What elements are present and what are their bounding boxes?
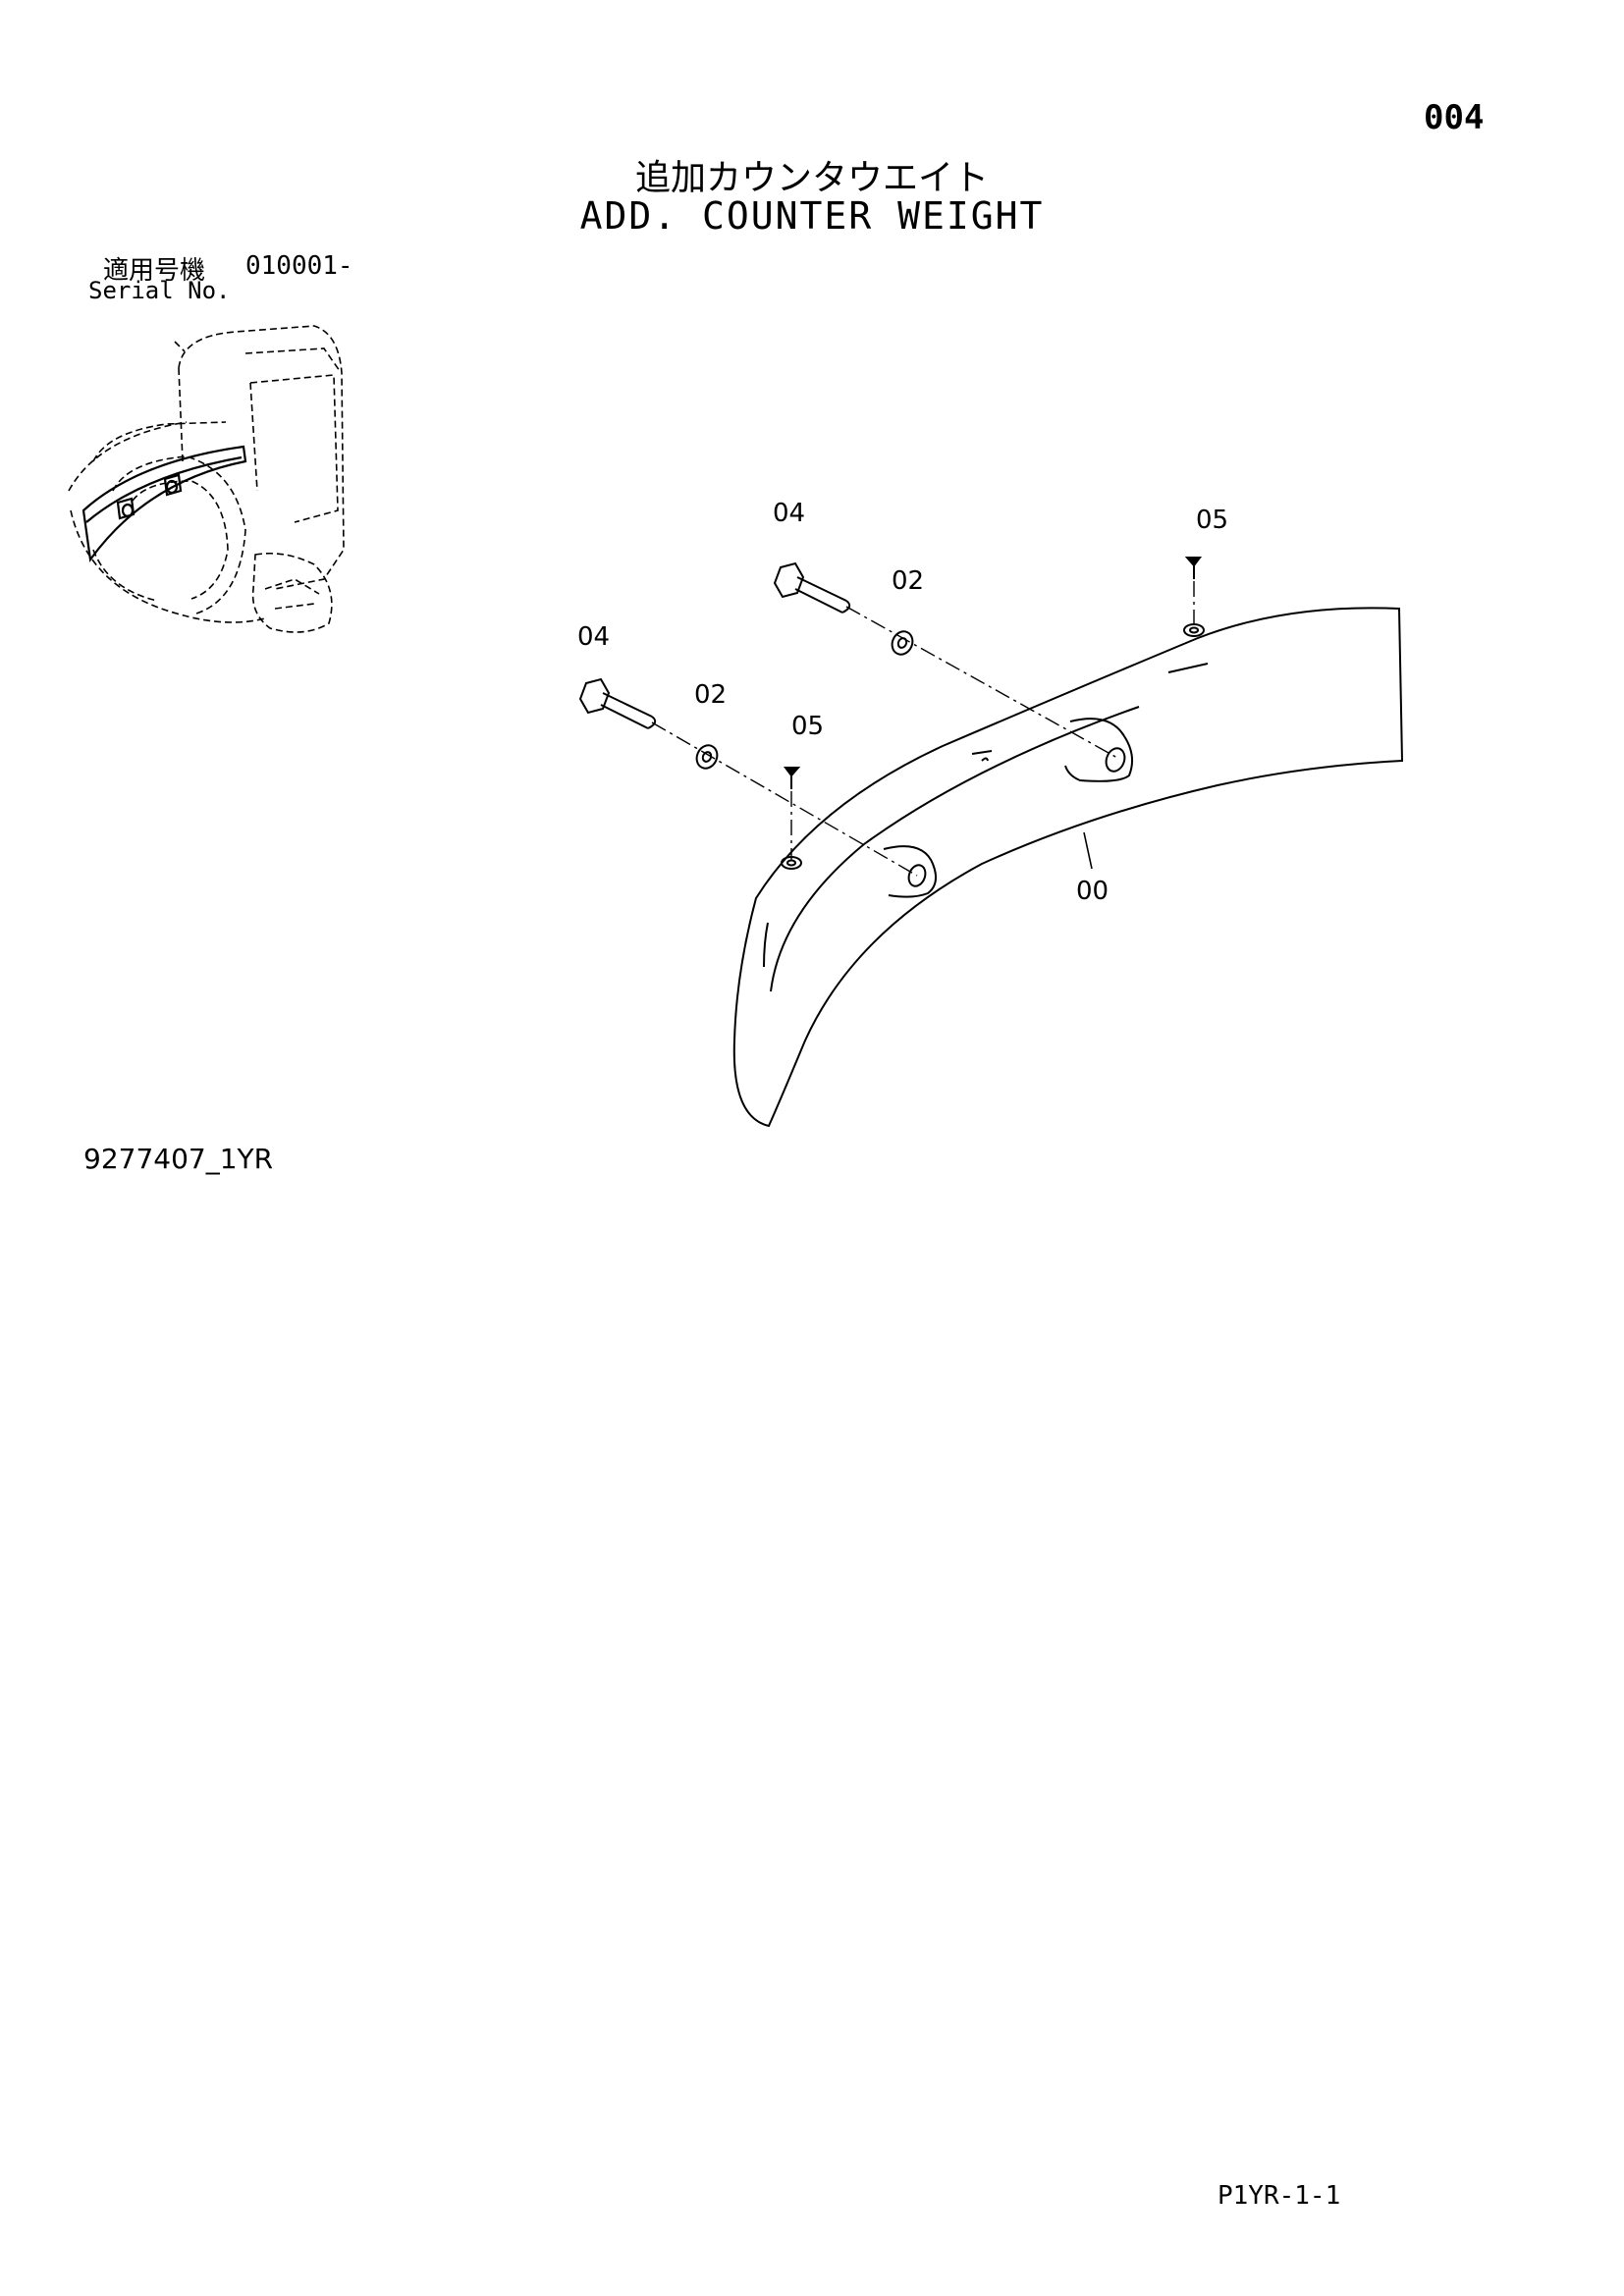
page-code: P1YR-1-1 bbox=[1218, 2181, 1341, 2211]
callout-bolt-lower: 04 bbox=[577, 622, 611, 652]
callout-screw-left: 05 bbox=[791, 712, 825, 741]
title-japanese: 追加カウンタウエイト bbox=[634, 158, 989, 198]
serial-label-japanese: 適用号機 bbox=[103, 256, 206, 286]
washer-upper-part bbox=[891, 630, 914, 656]
callout-bolt-upper: 04 bbox=[773, 499, 806, 528]
highlighted-counterweight-thumbnail bbox=[81, 445, 247, 562]
bolt-lower-part bbox=[578, 677, 657, 729]
assembly-axis-lines bbox=[651, 581, 1195, 877]
screw-left-part bbox=[784, 767, 801, 789]
machine-overview-thumbnail bbox=[68, 325, 345, 633]
screw-right-part bbox=[1184, 557, 1202, 579]
callout-washer-lower: 02 bbox=[694, 680, 728, 710]
callout-washer-upper: 02 bbox=[892, 566, 925, 596]
callout-counterweight: 00 bbox=[1076, 877, 1110, 906]
drawing-code: 9277407_1YR bbox=[83, 1143, 274, 1175]
title-english: ADD. COUNTER WEIGHT bbox=[579, 194, 1045, 238]
leader-lines bbox=[1083, 831, 1093, 870]
serial-label-english: Serial No. bbox=[88, 277, 231, 304]
counterweight-part bbox=[732, 607, 1404, 1128]
callout-screw-right: 05 bbox=[1196, 506, 1229, 535]
serial-range: 010001- bbox=[245, 251, 353, 281]
bolt-upper-part bbox=[773, 561, 851, 614]
page-number: 004 bbox=[1424, 98, 1485, 137]
washer-lower-part bbox=[695, 744, 719, 770]
